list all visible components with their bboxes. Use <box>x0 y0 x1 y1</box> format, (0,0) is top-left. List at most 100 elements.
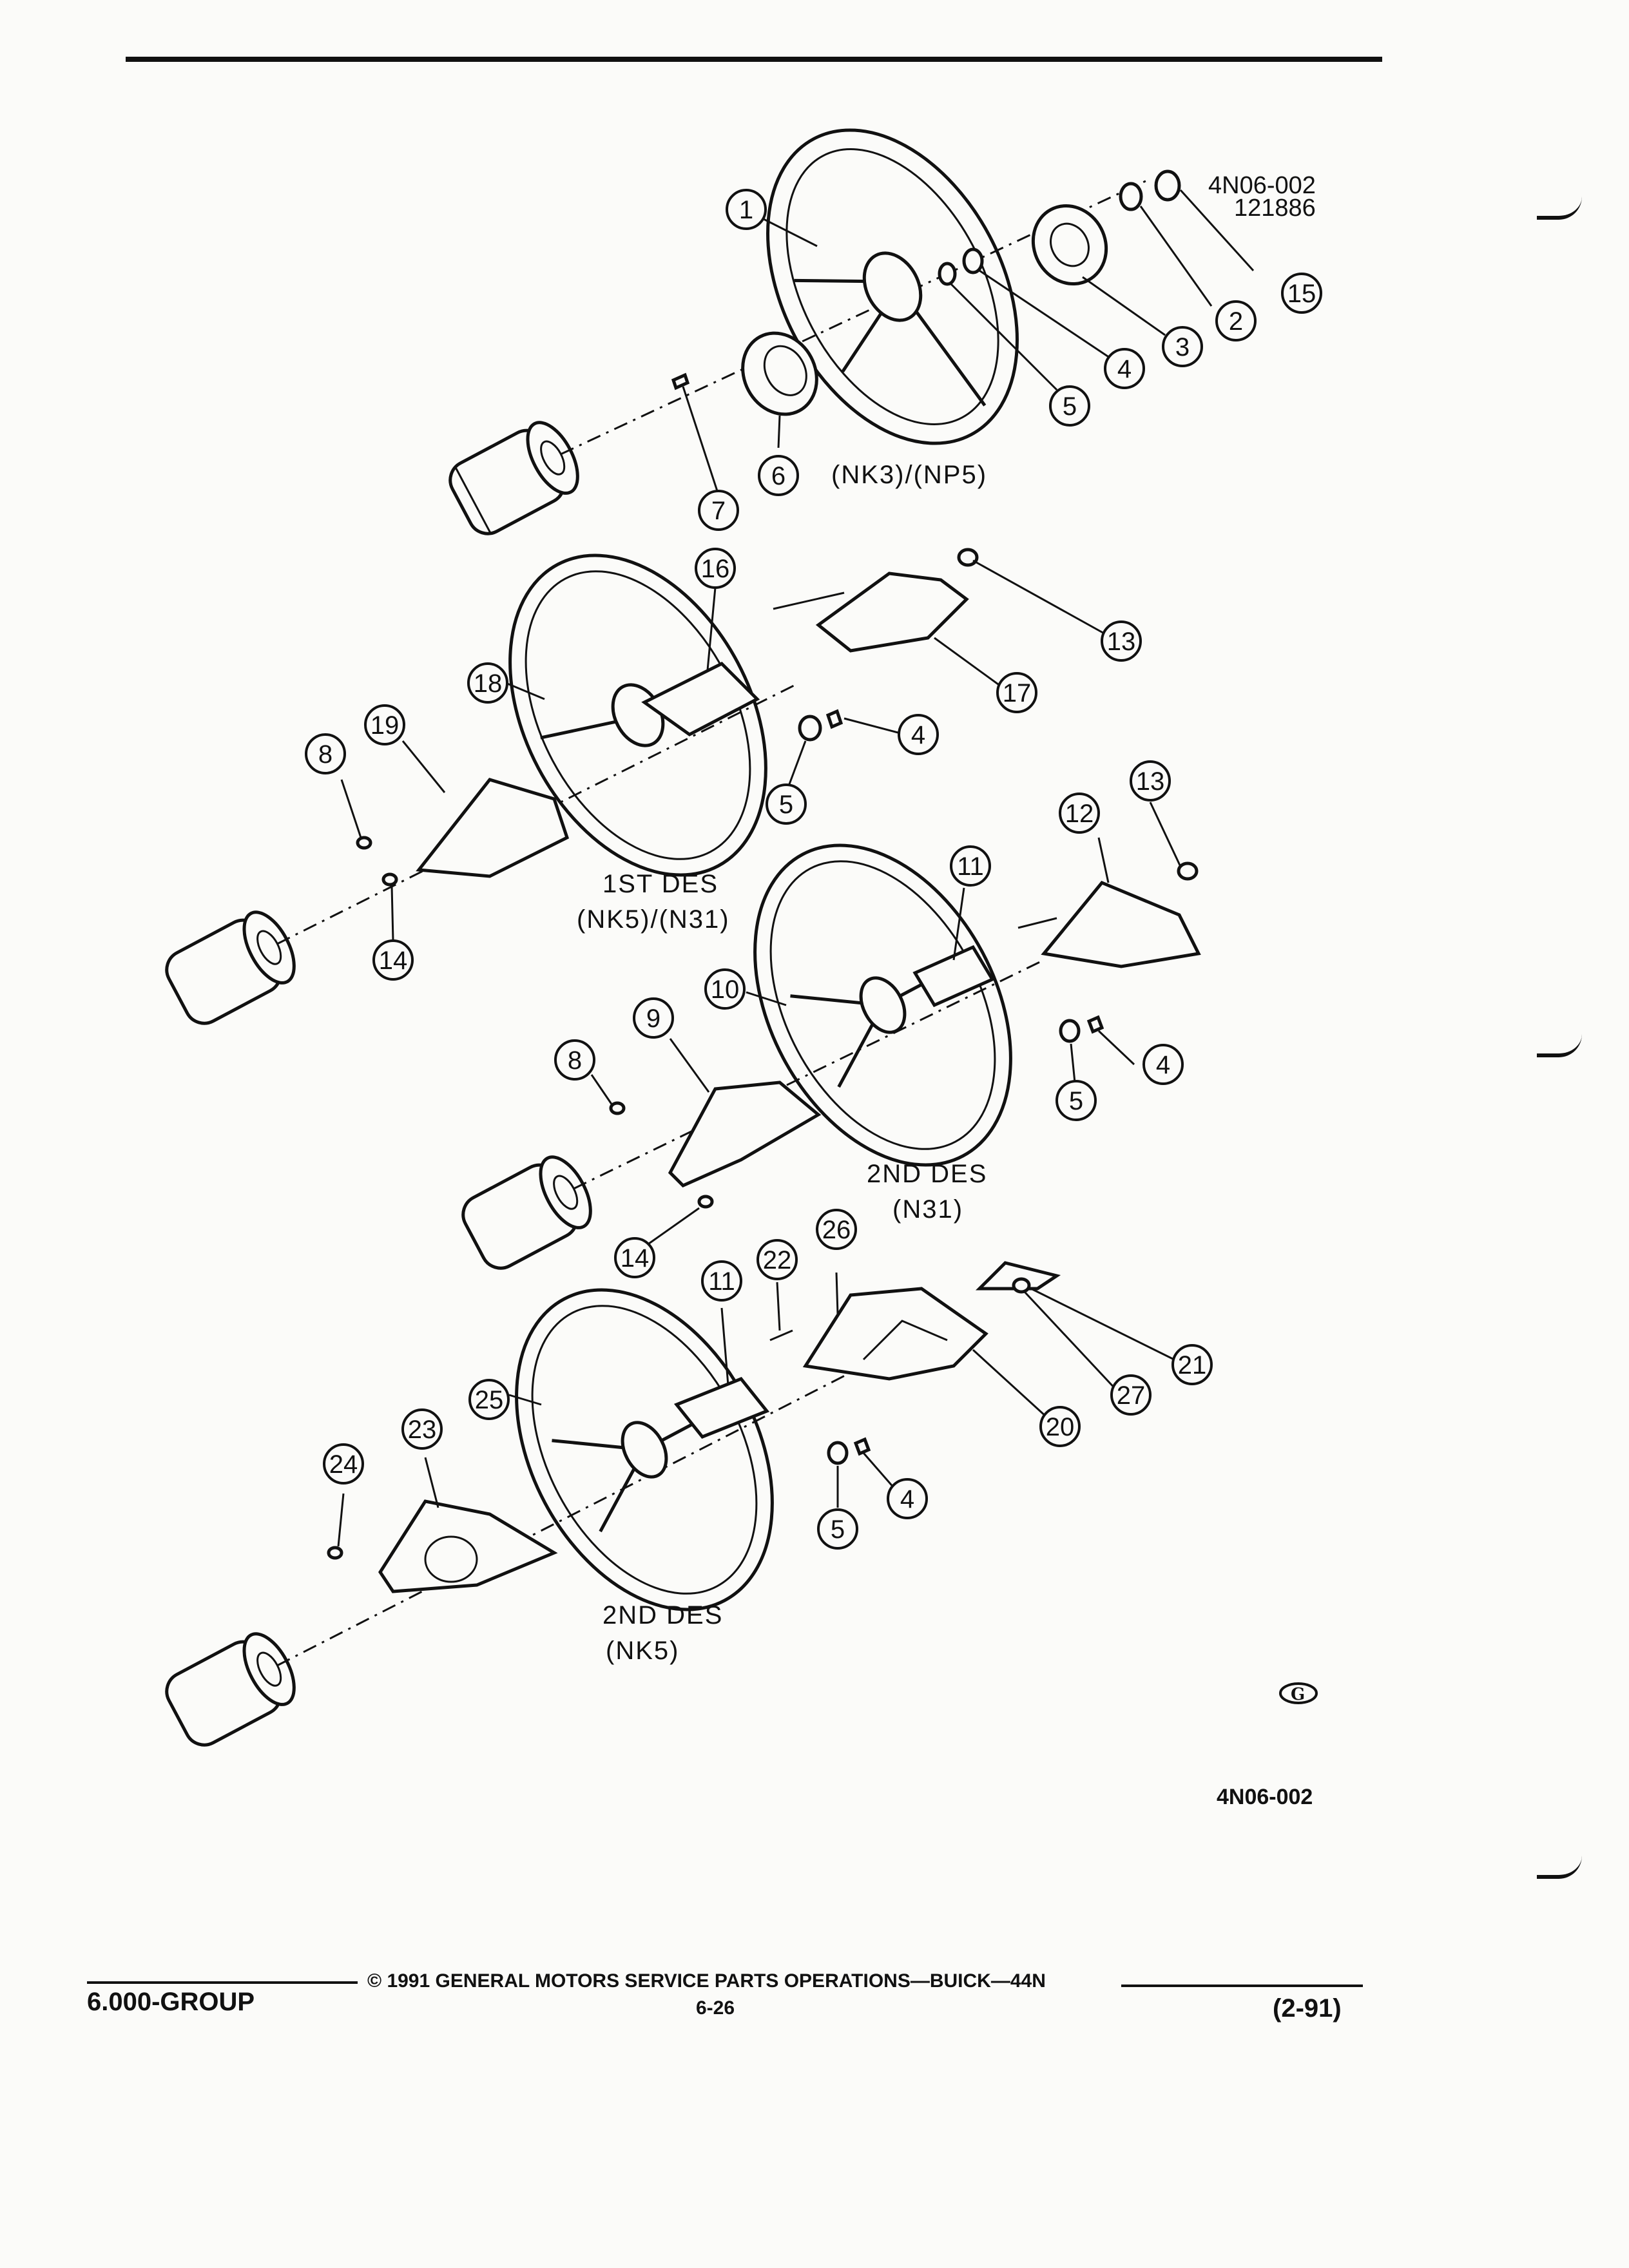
view-3-label-line2: (N31) <box>892 1195 963 1224</box>
steering-column-4 <box>165 1632 296 1747</box>
horn-cap <box>1031 204 1108 286</box>
steering-column-3 <box>461 1155 592 1270</box>
callout-circle <box>757 1239 798 1280</box>
callout-number: 8 <box>568 1046 582 1075</box>
steering-column-1 <box>448 421 579 535</box>
footer-rule-right <box>1121 1984 1363 1987</box>
callout-number: 25 <box>475 1386 504 1414</box>
bottom-figure-code: 4N06-002 <box>1217 1785 1313 1809</box>
callout-number: 17 <box>1003 679 1032 707</box>
callout-number: 8 <box>318 740 333 769</box>
callout-number: 5 <box>831 1515 845 1544</box>
footer-page-number: 6-26 <box>696 1997 735 2019</box>
callout-number: 23 <box>408 1416 437 1444</box>
callout-view4-2: 11 <box>701 1260 742 1302</box>
callout-circle <box>1162 326 1203 367</box>
callout-circle <box>704 968 746 1010</box>
callout-circle <box>1059 793 1100 834</box>
callout-number: 4 <box>900 1485 914 1514</box>
steering-column-2 <box>165 910 296 1025</box>
callout-circle <box>1039 1406 1081 1447</box>
steering-wheel-1 <box>766 128 1019 445</box>
callout-view3-5: 8 <box>554 1039 595 1081</box>
svg-text:G: G <box>1291 1685 1305 1704</box>
callout-circle <box>1171 1344 1213 1385</box>
callout-view1-2: 2 <box>1215 300 1257 341</box>
callout-view4-4: 23 <box>401 1408 443 1450</box>
callout-view1-5: 5 <box>1049 385 1090 427</box>
callout-number: 3 <box>1175 333 1190 361</box>
top-rule <box>126 57 1382 62</box>
callout-number: 11 <box>708 1267 735 1296</box>
figure-code: 4N06-002 <box>1208 172 1316 199</box>
callout-number: 13 <box>1136 767 1165 796</box>
callout-circle <box>701 1260 742 1302</box>
callout-circle <box>758 455 799 496</box>
callout-number: 10 <box>711 975 740 1004</box>
callout-number: 1 <box>739 196 753 224</box>
callout-circle <box>816 1209 857 1250</box>
callout-view4-3: 25 <box>468 1379 510 1420</box>
callout-view2-4: 19 <box>364 704 405 745</box>
callout-view3-6: 4 <box>1142 1044 1184 1085</box>
callout-circle <box>766 783 807 825</box>
callout-number: 20 <box>1046 1413 1075 1441</box>
view-4-parts <box>165 1261 1175 1747</box>
callout-number: 13 <box>1107 628 1136 656</box>
callout-number: 2 <box>1229 307 1243 336</box>
callout-circle <box>695 548 736 589</box>
callout-number: 5 <box>779 791 793 819</box>
view-1-parts <box>448 128 1255 535</box>
callout-view1-0: 1 <box>726 189 767 230</box>
callout-number: 15 <box>1287 280 1316 308</box>
callout-circle <box>468 1379 510 1420</box>
view-3-label-line1: 2ND DES <box>867 1160 987 1188</box>
callout-circle <box>1130 760 1171 802</box>
callout-circle <box>1055 1080 1097 1121</box>
callout-circle <box>817 1508 858 1550</box>
callout-view2-1: 13 <box>1101 620 1142 662</box>
callout-view3-4: 9 <box>633 997 674 1039</box>
callout-number: 14 <box>379 947 408 975</box>
view-4-label-line2: (NK5) <box>606 1637 679 1665</box>
callout-view3-2: 11 <box>950 845 991 887</box>
callout-view2-3: 18 <box>467 662 508 704</box>
view-4-label-line1: 2ND DES <box>602 1601 723 1629</box>
callout-number: 5 <box>1069 1087 1083 1115</box>
callout-circle <box>698 490 739 531</box>
callout-view4-5: 24 <box>323 1443 364 1485</box>
callout-number: 6 <box>771 462 786 490</box>
callout-number: 14 <box>621 1244 650 1273</box>
callout-view1-7: 7 <box>698 490 739 531</box>
callout-view4-7: 27 <box>1110 1374 1152 1416</box>
callout-view1-3: 3 <box>1162 326 1203 367</box>
callout-number: 19 <box>371 711 400 740</box>
callout-view3-3: 10 <box>704 968 746 1010</box>
callout-circle <box>996 672 1037 713</box>
view-2-label-line1: 1ST DES <box>602 870 718 898</box>
callout-number: 21 <box>1178 1351 1207 1379</box>
callout-circle <box>372 939 414 981</box>
callout-view3-1: 12 <box>1059 793 1100 834</box>
callout-view4-1: 22 <box>757 1239 798 1280</box>
callout-circle <box>726 189 767 230</box>
callout-view4-9: 4 <box>887 1478 928 1519</box>
callout-number: 24 <box>329 1450 358 1479</box>
callout-view2-7: 5 <box>766 783 807 825</box>
horn-contact-hub <box>741 331 818 416</box>
callout-circle <box>467 662 508 704</box>
view-3-parts <box>461 802 1201 1270</box>
callout-view2-6: 4 <box>898 714 939 755</box>
callout-circle <box>305 733 346 774</box>
steering-wheel-4 <box>515 1288 774 1611</box>
callout-number: 9 <box>646 1004 660 1033</box>
callout-circle <box>614 1237 655 1278</box>
footer-group: 6.000-GROUP <box>87 1988 255 2016</box>
callout-circle <box>633 997 674 1039</box>
callout-circle <box>1110 1374 1152 1416</box>
callout-number: 26 <box>822 1216 851 1244</box>
callout-view1-4: 4 <box>1104 348 1145 389</box>
callout-view3-7: 5 <box>1055 1080 1097 1121</box>
callout-view2-0: 16 <box>695 548 736 589</box>
